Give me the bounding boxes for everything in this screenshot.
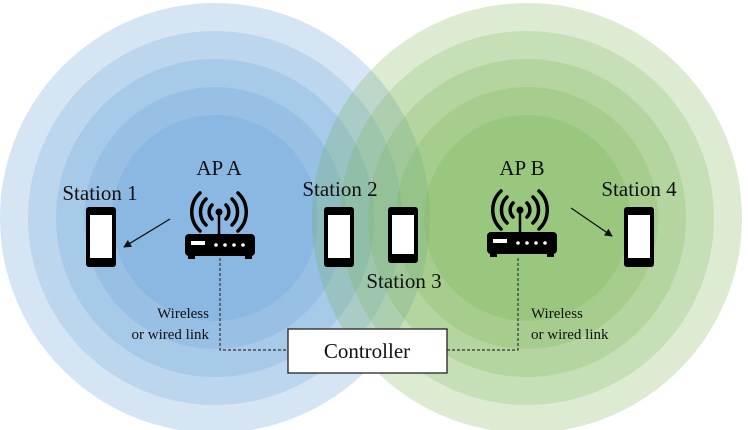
router-icon	[185, 234, 255, 259]
smartphone-icon	[86, 207, 116, 267]
controller-label: Controller	[324, 339, 410, 363]
station-4: Station 4	[601, 177, 677, 267]
ap-a: AP A	[185, 156, 255, 259]
link-label-left: Wireless or wired link	[132, 306, 210, 343]
ap-a-label: AP A	[196, 156, 242, 180]
link-label-left-line2: or wired link	[132, 327, 210, 343]
link-ap-b-controller	[447, 258, 519, 351]
ap-a-coverage	[0, 3, 430, 430]
station-3: Station 3	[366, 207, 442, 293]
arrow-ap-a-to-station-1	[123, 218, 171, 248]
ap-b-label: AP B	[499, 156, 544, 180]
smartphone-icon	[624, 207, 654, 267]
station-1-label: Station 1	[62, 181, 137, 205]
smartphone-icon	[388, 207, 418, 263]
link-label-right-line2: or wired link	[531, 327, 609, 343]
wifi-signal-icon	[190, 191, 248, 233]
station-3-label: Station 3	[366, 269, 441, 293]
station-2-label: Station 2	[302, 177, 377, 201]
station-2: Station 2	[302, 177, 378, 267]
station-1: Station 1	[62, 181, 138, 267]
controller-box	[287, 328, 448, 374]
smartphone-icon	[324, 207, 354, 267]
wifi-signal-icon	[491, 189, 549, 231]
arrow-ap-b-to-station-4	[570, 207, 613, 237]
link-label-left-line1: Wireless	[157, 306, 209, 322]
router-icon	[487, 232, 557, 257]
link-label-right: Wireless or wired link	[531, 306, 609, 343]
station-4-label: Station 4	[601, 177, 677, 201]
link-label-right-line1: Wireless	[531, 306, 583, 322]
link-ap-a-controller	[219, 258, 288, 351]
controller[interactable]: Controller	[287, 328, 448, 374]
ap-b: AP B	[487, 156, 557, 257]
backhaul-links	[219, 258, 519, 351]
